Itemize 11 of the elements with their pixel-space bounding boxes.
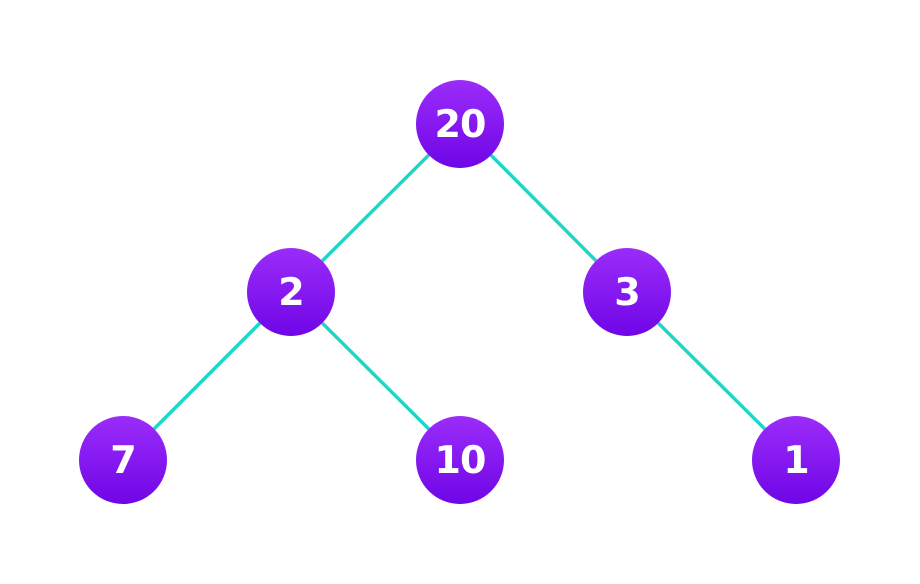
node-value: 10 (434, 441, 486, 479)
connector-line (656, 322, 766, 430)
node-value: 1 (783, 441, 809, 479)
node-value: 3 (614, 273, 640, 311)
node-value: 2 (278, 273, 304, 311)
node-value: 20 (434, 105, 486, 143)
connector-line (320, 322, 430, 430)
connector-line (152, 322, 262, 430)
connector-line (320, 154, 430, 262)
node-value: 7 (110, 441, 136, 479)
connector-line (490, 154, 598, 262)
